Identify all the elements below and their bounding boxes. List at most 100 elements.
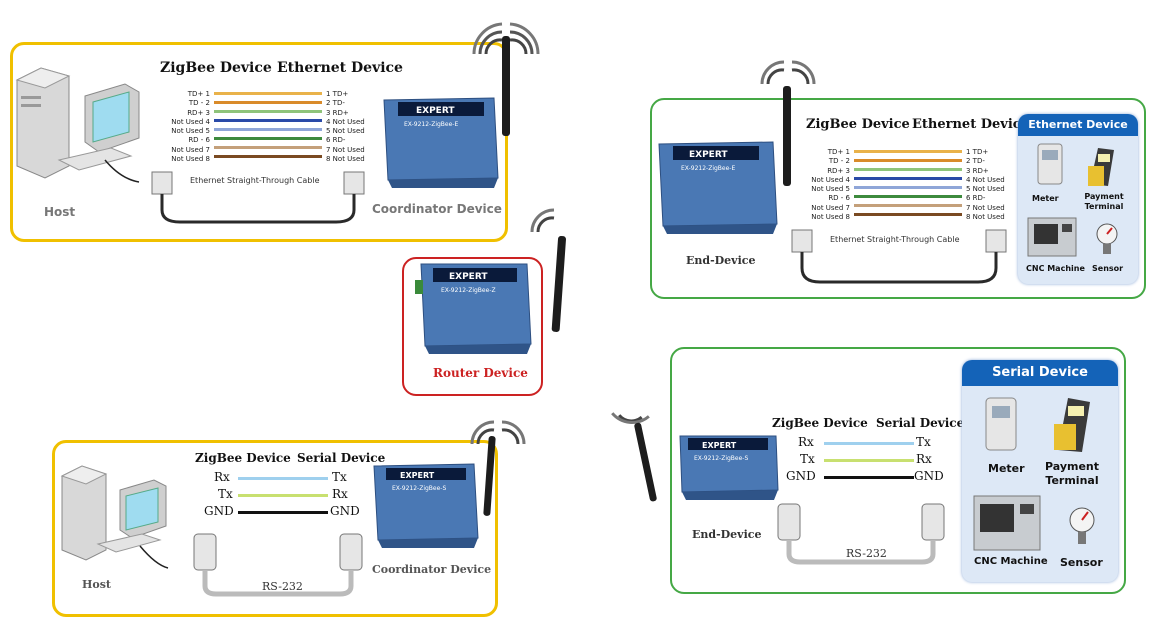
host-computer-icon [15, 67, 140, 183]
wifi-signal-icon [760, 60, 816, 85]
serial-device-label: Serial Device [297, 451, 386, 465]
end-device-icon: EXPERT EX-9212-ZigBee-E [658, 86, 791, 234]
wifi-signal-icon [530, 208, 555, 233]
signal-label: Tx [800, 452, 815, 466]
zigbee-device-label: ZigBee Device [806, 117, 910, 132]
ethernet-device-label: Ethernet Device [912, 117, 1029, 132]
zigbee-device-label: ZigBee Device [160, 60, 272, 76]
signal-label: Rx [916, 452, 932, 466]
ethernet-wire-bundle [214, 92, 322, 158]
pin-label: Not Used 4 [171, 117, 210, 126]
cnc-machine-icon [1027, 217, 1077, 257]
pin-label: 7 Not Used [326, 145, 365, 154]
right-pin-list: 1 TD+ 2 TD- 3 RD+ 4 Not Used 5 Not Used … [966, 148, 1005, 222]
signal-label: Rx [214, 470, 230, 484]
signal-label: GND [786, 469, 816, 483]
right-pin-list: 1 TD+ 2 TD- 3 RD+ 4 Not Used 5 Not Used … [326, 90, 365, 164]
end-device-serial-panel [670, 347, 1126, 594]
signal-label: Tx [332, 470, 347, 484]
pin-label: RD - 6 [188, 136, 210, 145]
pin-label: TD - 2 [188, 99, 210, 108]
pin-label: 3 RD+ [966, 166, 989, 175]
cnc-machine-label: CNC Machine [974, 556, 1048, 567]
cnc-machine-icon [973, 495, 1041, 551]
ethernet-device-panel: Ethernet Device Meter Payment Terminal C… [1018, 114, 1138, 284]
serial-wires [824, 442, 914, 479]
router-device-label: Router Device [433, 366, 528, 380]
host-computer-icon [60, 465, 169, 569]
device-brand: EXPERT [416, 106, 455, 116]
cable-label: Ethernet Straight-Through Cable [190, 176, 320, 185]
host-ethernet-panel [10, 42, 508, 242]
end-device-label: End-Device [686, 254, 756, 267]
pin-label: Not Used 5 [811, 185, 850, 194]
pin-label: RD+ 3 [827, 166, 850, 175]
device-model: EX-9212-ZigBee-S [392, 485, 446, 492]
device-brand: EXPERT [702, 441, 737, 450]
cable-label: RS-232 [846, 547, 887, 560]
left-pin-list: TD+ 1 TD - 2 RD+ 3 Not Used 4 Not Used 5… [168, 90, 210, 164]
serial-device-panel: Serial Device Meter Payment Terminal CNC… [962, 360, 1118, 582]
pin-label: Not Used 7 [171, 145, 210, 154]
zigbee-device-label: ZigBee Device [772, 416, 868, 430]
end-device-ethernet-panel [650, 98, 1146, 299]
ethernet-device-label: Ethernet Device [277, 60, 403, 76]
pin-label: 2 TD- [966, 157, 985, 166]
cnc-machine-label: CNC Machine [1026, 264, 1085, 273]
end-device-label: End-Device [692, 528, 762, 541]
signal-label: Rx [332, 487, 348, 501]
pin-label: Not Used 7 [811, 203, 850, 212]
cable-label: Ethernet Straight-Through Cable [830, 235, 960, 244]
device-model: EX-9212-ZigBee-S [694, 455, 748, 462]
pin-label: 6 RD- [966, 194, 986, 203]
pin-label: Not Used 8 [171, 155, 210, 164]
signal-label: Tx [218, 487, 233, 501]
meter-icon [985, 397, 1017, 451]
host-serial-panel [52, 440, 498, 617]
device-brand: EXPERT [449, 272, 488, 282]
coordinator-device-icon: EXPERT EX-9212-ZigBee-E [383, 36, 510, 188]
pin-label: TD+ 1 [187, 90, 210, 98]
pin-label: Not Used 8 [811, 213, 850, 222]
signal-label: GND [330, 504, 360, 518]
sensor-label: Sensor [1060, 556, 1103, 569]
coordinator-device-label: Coordinator Device [372, 563, 492, 576]
rs232-cable [777, 503, 945, 565]
coordinator-device-icon: EXPERT EX-9212-ZigBee-S [373, 436, 496, 548]
sensor-label: Sensor [1092, 264, 1124, 273]
device-model: EX-9212-ZigBee-Z [441, 287, 496, 294]
ethernet-wire-bundle [854, 150, 962, 216]
pin-label: Not Used 4 [811, 175, 850, 184]
rs232-cable [193, 533, 363, 597]
meter-icon [1037, 143, 1063, 185]
panel-title: Ethernet Device [1018, 114, 1138, 136]
pin-label: 6 RD- [326, 136, 346, 145]
payment-terminal-label: Payment Terminal [1084, 192, 1124, 211]
pin-label: RD - 6 [828, 194, 850, 203]
pin-label: 5 Not Used [966, 185, 1005, 194]
meter-label: Meter [1032, 194, 1059, 203]
ethernet-cable [151, 171, 365, 224]
panel-title: Serial Device [962, 360, 1118, 386]
meter-label: Meter [988, 462, 1025, 475]
pin-label: 8 Not Used [326, 155, 365, 164]
pin-label: 8 Not Used [966, 213, 1005, 222]
router-device-icon: EXPERT EX-9212-ZigBee-Z [415, 236, 566, 354]
wifi-signal-icon [611, 412, 650, 424]
pin-label: Not Used 5 [171, 127, 210, 136]
pin-label: 2 TD- [326, 99, 345, 108]
pin-label: TD+ 1 [827, 148, 850, 156]
device-brand: EXPERT [400, 471, 435, 480]
pin-label: 1 TD+ [326, 90, 349, 98]
signal-label: GND [204, 504, 234, 518]
wifi-signal-icon [472, 22, 540, 55]
signal-label: GND [914, 469, 944, 483]
pin-label: TD - 2 [828, 157, 850, 166]
serial-wires [238, 477, 328, 514]
pin-label: 5 Not Used [326, 127, 365, 136]
payment-terminal-label: Payment Terminal [1044, 460, 1100, 487]
sensor-icon [1096, 223, 1118, 254]
pin-label: RD+ 3 [187, 108, 210, 117]
zigbee-device-label: ZigBee Device [195, 451, 291, 465]
device-brand: EXPERT [689, 150, 728, 160]
